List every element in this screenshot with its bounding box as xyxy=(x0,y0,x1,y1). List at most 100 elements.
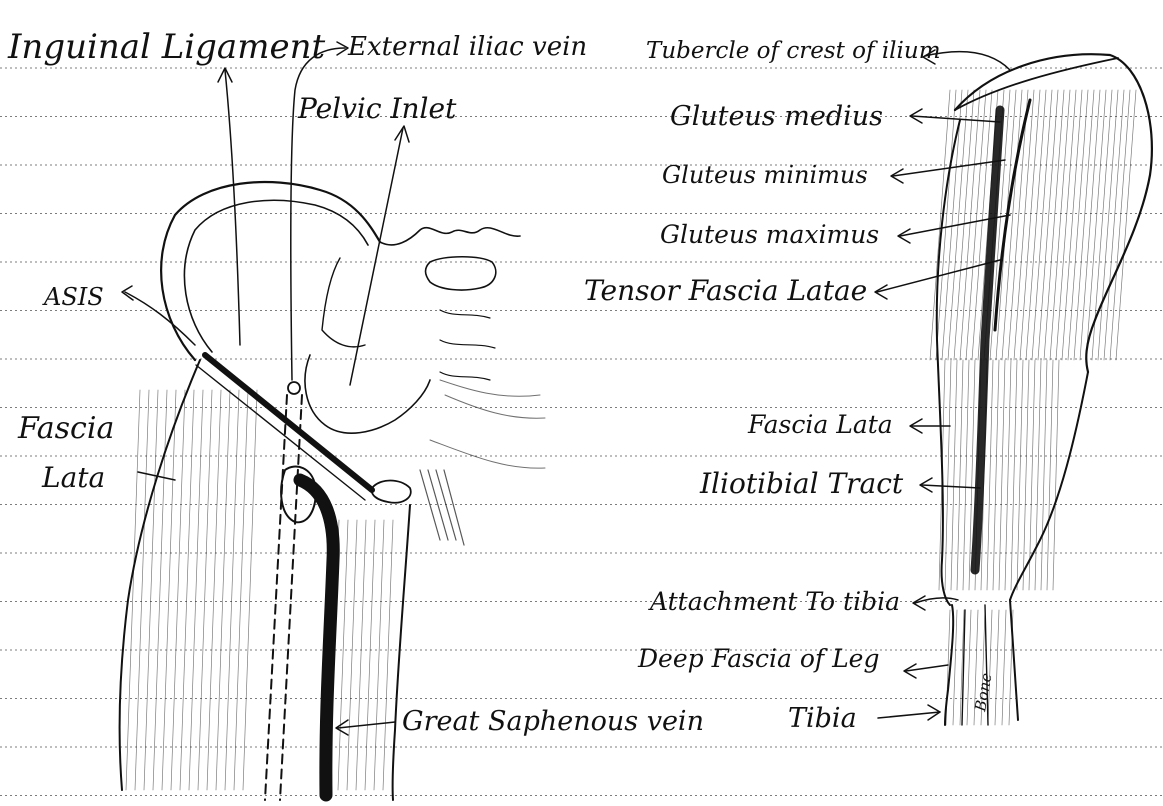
muscle-fiber-line xyxy=(1005,360,1011,590)
pubic-tubercle xyxy=(372,481,411,503)
thigh-hatch-line xyxy=(243,390,257,790)
muscle-fiber-line xyxy=(1023,360,1029,590)
muscle-fiber-line xyxy=(1068,90,1088,360)
muscle-fiber-line xyxy=(945,360,951,590)
iliac-crest xyxy=(161,182,380,360)
label-iliotibial-tract: Iliotibial Tract xyxy=(699,467,904,500)
muscle-fiber-line xyxy=(936,90,956,360)
iliac-crest-inner xyxy=(184,200,368,352)
muscle-fiber-line xyxy=(963,360,969,590)
muscle-fiber-line xyxy=(1008,90,1028,360)
muscle-fiber-line xyxy=(999,360,1005,590)
leg-fiber-line xyxy=(1002,610,1006,725)
pubic-muscle-hatch xyxy=(420,470,464,545)
muscle-fiber-line xyxy=(1035,360,1041,590)
label-great-saphenous-vein: Great Saphenous vein xyxy=(402,706,704,737)
muscle-fiber-line xyxy=(1056,90,1076,360)
muscle-fiber-line xyxy=(1062,90,1082,360)
label-attachment-to-tibia: Attachment To tibia xyxy=(648,587,900,616)
label-gluteus-maximus: Gluteus maximus xyxy=(660,220,879,249)
muscle-fiber-line xyxy=(1053,360,1059,590)
labels: Inguinal Ligament External iliac vein Pe… xyxy=(7,27,941,737)
label-tubercle-crest-ilium: Tubercle of crest of ilium xyxy=(646,38,941,64)
pointer-tibia xyxy=(878,712,940,718)
thigh-hatch-line xyxy=(189,390,203,790)
thigh-hatch-line xyxy=(180,390,194,790)
great-saphenous-vein xyxy=(300,480,333,795)
thigh-hatch-line xyxy=(162,390,176,790)
muscle-fiber-line xyxy=(1074,90,1094,360)
label-gluteus-minimus: Gluteus minimus xyxy=(662,161,868,189)
muscle-fiber-line xyxy=(1104,90,1124,360)
thigh-hatch-line xyxy=(365,520,375,790)
muscle-fiber-line xyxy=(984,90,1004,360)
label-gluteus-medius: Gluteus medius xyxy=(670,101,883,132)
pointer-iliotibial-tract xyxy=(922,485,980,488)
thigh-hatch-line xyxy=(207,390,221,790)
iliac-crest-right xyxy=(955,58,1118,110)
right-pointers xyxy=(875,50,1010,720)
thigh-hatch-line xyxy=(356,520,366,790)
thigh-hatch-line xyxy=(198,390,212,790)
label-fascia-lata-left-2: Lata xyxy=(41,461,105,494)
sacrum-outline xyxy=(322,258,365,347)
label-asis: ASIS xyxy=(42,283,104,311)
muscle-fiber-line xyxy=(1047,360,1053,590)
muscle-fiber-line xyxy=(957,360,963,590)
thigh-hatch-line xyxy=(144,390,158,790)
label-external-iliac-vein: External iliac vein xyxy=(347,32,587,62)
thigh-hatch-line xyxy=(225,390,239,790)
muscle-fiber-line xyxy=(1050,90,1070,360)
thigh-hatch-line xyxy=(135,390,149,790)
right-figure-lateral-thigh: Bone xyxy=(930,54,1152,725)
leg-fiber-line xyxy=(995,610,999,725)
muscle-fiber-line xyxy=(1038,90,1058,360)
sacral-foramina xyxy=(440,310,495,380)
muscle-fiber-line xyxy=(987,360,993,590)
muscle-fiber-line xyxy=(951,360,957,590)
thigh-hatch-line xyxy=(153,390,167,790)
muscle-fiber-line xyxy=(1041,360,1047,590)
muscle-fiber-line xyxy=(1110,90,1130,360)
muscle-fiber-line xyxy=(1044,90,1064,360)
muscle-fiber-line xyxy=(1116,90,1136,360)
muscle-fiber-line xyxy=(1098,90,1118,360)
muscle-fiber-line xyxy=(1017,360,1023,590)
thigh-hatch-line xyxy=(234,390,248,790)
pubic-ramus xyxy=(305,355,430,433)
label-bone: Bone xyxy=(971,671,996,713)
adductor-fibers xyxy=(430,380,545,468)
iliotibial-tract xyxy=(975,110,1000,570)
thigh-hatch-line xyxy=(338,520,348,790)
leg-fiber-line xyxy=(967,610,971,725)
label-fascia-lata-right: Fascia Lata xyxy=(747,410,893,439)
muscle-fiber-line xyxy=(1032,90,1052,360)
label-pelvic-inlet: Pelvic Inlet xyxy=(297,92,457,125)
muscle-fiber-line xyxy=(1080,90,1100,360)
muscle-fiber-line xyxy=(960,90,980,360)
inguinal-ligament xyxy=(205,355,372,490)
muscle-fiber-line xyxy=(993,360,999,590)
label-fascia-lata-left-1: Fascia xyxy=(17,411,114,446)
thigh-outline-right xyxy=(393,505,410,800)
muscle-fiber-line xyxy=(1011,360,1017,590)
femoral-vessel-end xyxy=(288,382,300,394)
thigh-hatch-line xyxy=(383,520,393,790)
sacral-border xyxy=(380,228,520,245)
label-tibia: Tibia xyxy=(788,703,857,734)
thigh-hatch-line xyxy=(171,390,185,790)
muscle-fiber-line xyxy=(1026,90,1046,360)
pointer-asis xyxy=(125,292,195,345)
thigh-hatch-line xyxy=(216,390,230,790)
label-deep-fascia-of-leg: Deep Fascia of Leg xyxy=(637,644,879,673)
label-tensor-fascia-latae: Tensor Fascia Latae xyxy=(584,274,867,307)
pointer-great-saphenous-vein xyxy=(338,722,395,728)
pointer-pelvic-inlet xyxy=(350,128,403,385)
left-pointers xyxy=(122,42,409,735)
thigh-hatch-line xyxy=(126,390,140,790)
thigh-hatch-line xyxy=(374,520,384,790)
thigh-hatch-line xyxy=(347,520,357,790)
label-inguinal-ligament: Inguinal Ligament xyxy=(7,27,325,67)
muscle-fiber-line xyxy=(930,90,950,360)
